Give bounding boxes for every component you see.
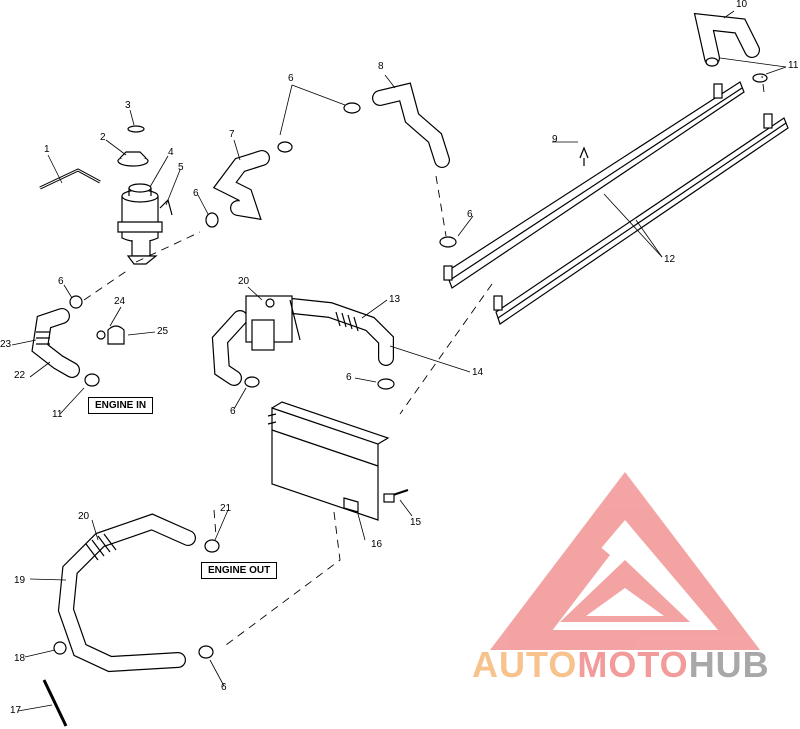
callout-10: 10: [736, 0, 748, 10]
hose-7: [212, 150, 270, 221]
callout-12: 12: [664, 254, 676, 265]
coolant-reservoir: [117, 183, 173, 265]
callout-13: 13: [389, 294, 401, 305]
callout-3: 3: [125, 100, 131, 111]
watermark-auto: AUTO: [472, 644, 578, 685]
watermark-text: AUTOMOTOHUB: [472, 644, 770, 686]
callout-11-engine-in: 11: [52, 409, 63, 420]
callout-20-top: 20: [238, 276, 250, 287]
engine-out-tag: ENGINE OUT: [201, 562, 278, 579]
callout-6-housing: 6: [230, 406, 236, 417]
callout-17: 17: [10, 705, 22, 716]
callout-23: 23: [0, 339, 12, 350]
heat-exchanger-plate: [267, 401, 390, 521]
thermostat-housing: [245, 295, 301, 351]
leader-lines: [11, 10, 787, 712]
callout-19: 19: [14, 575, 26, 586]
callout-16: 16: [371, 539, 383, 550]
callout-9: 9: [552, 134, 558, 145]
callout-11-top: 11: [788, 60, 799, 71]
routing-dashed-lines: [83, 75, 765, 649]
callout-6-mid: 6: [346, 372, 352, 383]
rod-17: [42, 679, 68, 727]
callout-4: 4: [168, 147, 174, 158]
callout-6-left: 6: [58, 276, 64, 287]
wire-clip-part: [39, 168, 101, 190]
hose-clamps: [53, 57, 768, 659]
hose-13-14: [211, 298, 394, 386]
callout-25: 25: [157, 326, 169, 337]
heat-exchanger-rails: [443, 81, 789, 325]
callout-1: 1: [44, 144, 50, 155]
callout-14: 14: [472, 367, 484, 378]
callout-5: 5: [178, 162, 184, 173]
callout-6-bottom: 6: [221, 682, 227, 693]
callout-2: 2: [100, 132, 106, 143]
callout-18: 18: [14, 653, 26, 664]
callout-6-rail: 6: [467, 209, 473, 220]
watermark-moto: MOTO: [577, 644, 689, 685]
callout-24: 24: [114, 296, 126, 307]
hose-8: [372, 82, 450, 168]
watermark-hub: HUB: [688, 644, 770, 685]
watermark-logo: [490, 472, 760, 650]
callout-6-bottle: 6: [193, 188, 199, 199]
engine-in-tag: ENGINE IN: [88, 397, 154, 414]
hose-19: [57, 513, 196, 673]
callout-7: 7: [229, 129, 235, 140]
fitting-15: [383, 489, 409, 503]
callout-6-top: 6: [288, 73, 294, 84]
hose-22: [31, 308, 80, 378]
callout-15: 15: [410, 517, 422, 528]
callout-8: 8: [378, 61, 384, 72]
hose-10: [693, 12, 760, 66]
callout-20-bottom: 20: [78, 511, 90, 522]
callout-21-engine-out: 21: [220, 503, 232, 514]
callout-22: 22: [14, 370, 26, 381]
radiator-cap: [117, 125, 149, 167]
